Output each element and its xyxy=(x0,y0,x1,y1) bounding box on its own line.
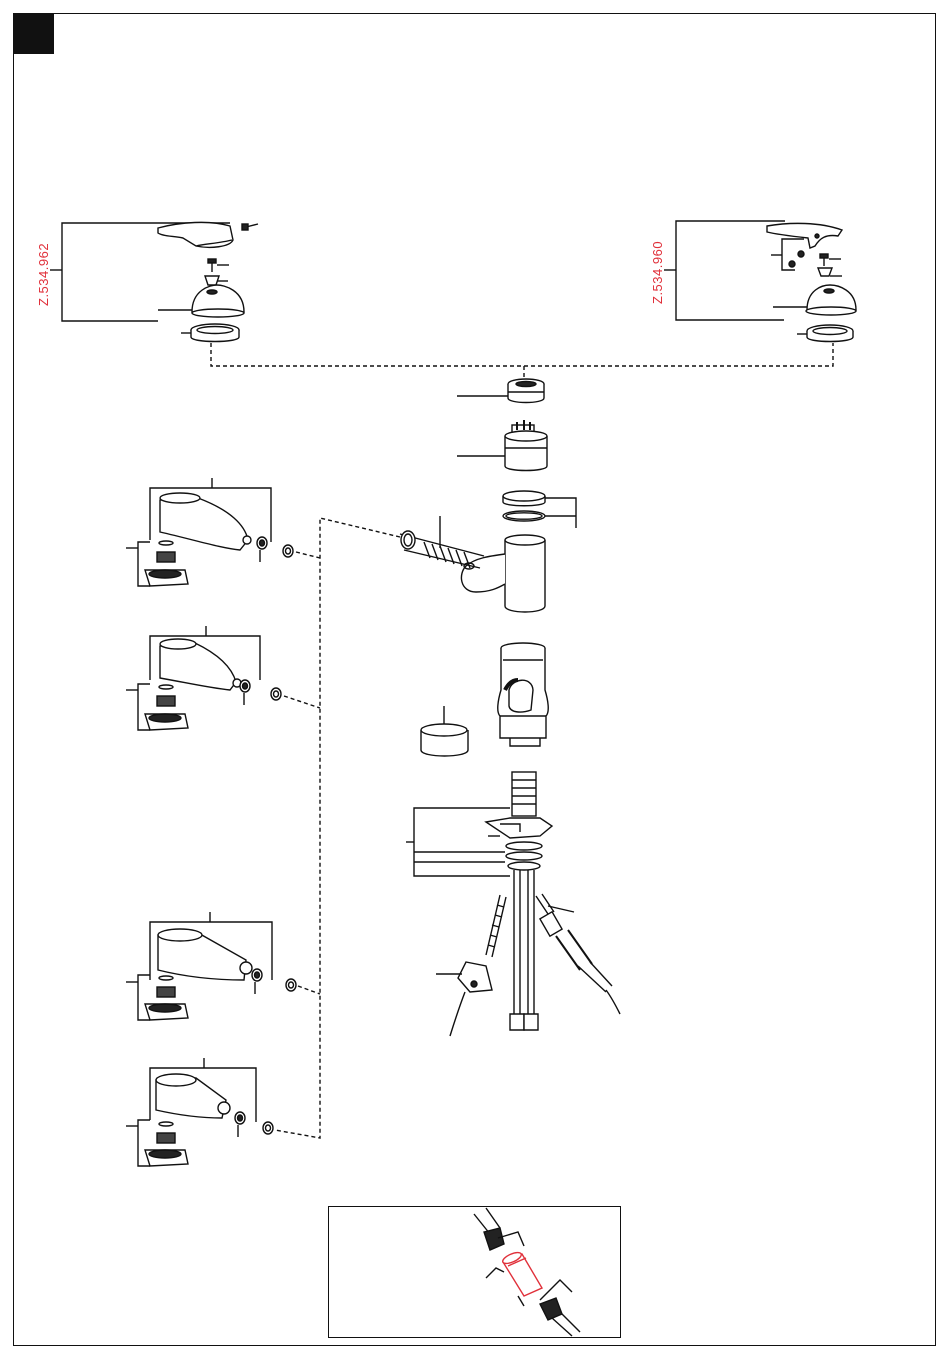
insert-icon xyxy=(205,276,228,285)
shower-connection-dashes xyxy=(275,518,400,1138)
lever-handle-icon xyxy=(767,223,842,248)
mounting-set xyxy=(406,808,552,876)
supply-pipes xyxy=(510,870,538,1030)
right-handle-kit xyxy=(664,221,856,342)
shower-head-variant-3 xyxy=(126,912,296,1020)
cartridge-nut xyxy=(457,379,544,403)
pull-out-spout-icon xyxy=(461,535,545,612)
left-flexible-hose xyxy=(436,895,506,1036)
kit-code-right: Z.534.960 xyxy=(650,241,665,304)
ring-nut-icon xyxy=(797,325,853,342)
body-icon xyxy=(498,643,548,746)
dome-cover-icon xyxy=(773,285,856,315)
small-screw-icon xyxy=(820,254,841,266)
shower-head-variant-4 xyxy=(126,1058,273,1166)
sealing-rings xyxy=(503,491,576,528)
ceramic-cartridge-icon xyxy=(457,420,547,471)
left-handle-kit xyxy=(50,222,258,341)
small-screw-icon xyxy=(208,259,229,272)
insert-icon xyxy=(818,268,842,276)
set-screws xyxy=(771,239,804,270)
shower-head-variant-1 xyxy=(126,478,293,586)
right-flexible-hose xyxy=(536,894,620,1014)
adapter-detail-box xyxy=(328,1206,621,1338)
kit-code-left: Z.534.962 xyxy=(36,243,51,306)
screw-icon xyxy=(242,224,258,230)
ring-nut-icon xyxy=(181,324,239,342)
kit-connection-dashes xyxy=(211,343,833,378)
flexible-hose-icon xyxy=(400,516,484,568)
lever-handle-icon xyxy=(158,222,233,247)
trim-ring-icon xyxy=(421,706,468,756)
dome-cover-icon xyxy=(158,285,244,317)
mounting-stud xyxy=(512,772,536,816)
shower-head-variant-2 xyxy=(126,626,281,730)
